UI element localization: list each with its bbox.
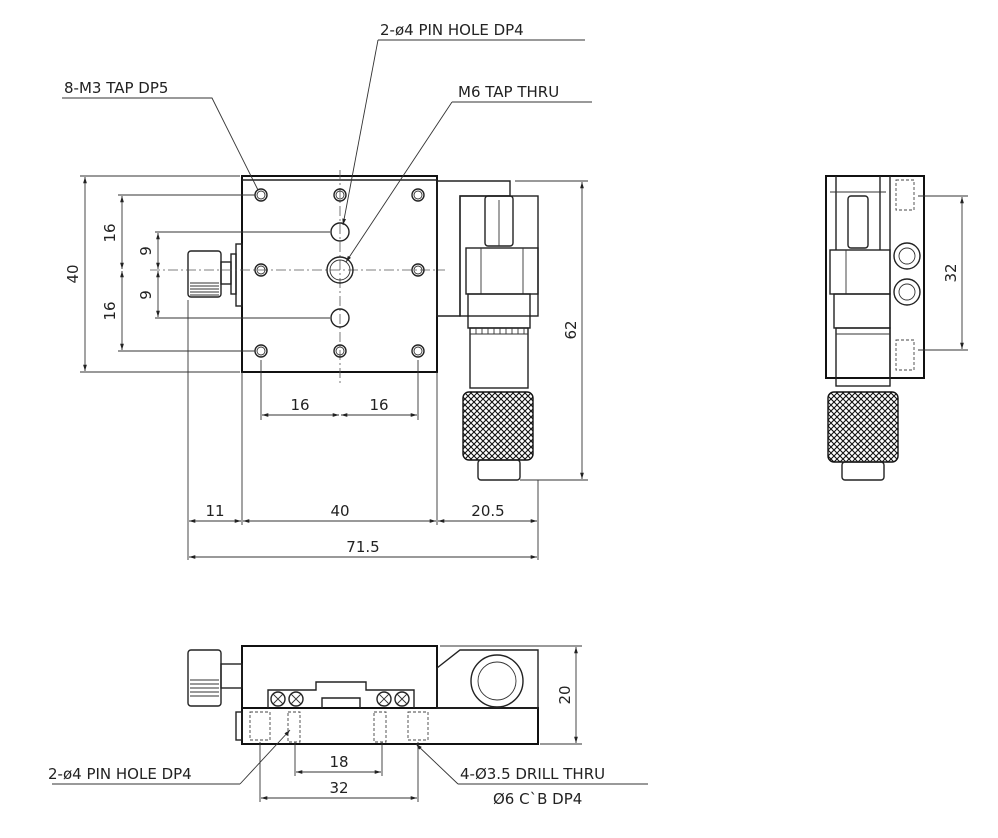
top-view bbox=[80, 170, 539, 481]
stage-top-plate bbox=[241, 175, 438, 373]
dim-width-11: 11 bbox=[205, 502, 224, 520]
front-base bbox=[241, 707, 539, 745]
callout-drill-thru: 4-Ø3.5 DRILL THRU bbox=[460, 765, 605, 783]
dim-total-71-5: 71.5 bbox=[346, 538, 379, 556]
m6-tap-hole bbox=[326, 256, 354, 284]
dim-front-18: 18 bbox=[329, 753, 348, 771]
dim-bottom-16-left: 16 bbox=[290, 396, 309, 414]
dim-left-16-top: 16 bbox=[101, 223, 119, 242]
m3-tap-holes bbox=[254, 188, 425, 358]
top-view-dimensions bbox=[83, 177, 588, 560]
dim-height-40: 40 bbox=[64, 264, 82, 283]
dim-front-32: 32 bbox=[329, 779, 348, 797]
pin-hole-lower bbox=[330, 308, 350, 328]
side-view bbox=[825, 175, 968, 481]
lock-knob bbox=[187, 250, 232, 298]
bearing-balls bbox=[270, 691, 410, 707]
dim-left-9-bottom: 9 bbox=[137, 290, 155, 300]
top-leaders bbox=[62, 39, 592, 263]
dim-width-20-5: 20.5 bbox=[471, 502, 504, 520]
dim-bottom-16-right: 16 bbox=[369, 396, 388, 414]
dim-overall-62: 62 bbox=[562, 320, 580, 339]
callout-m3-tap: 8-M3 TAP DP5 bbox=[64, 79, 168, 97]
callout-m6-tap: M6 TAP THRU bbox=[458, 83, 559, 101]
dim-front-20: 20 bbox=[556, 685, 574, 704]
front-view bbox=[52, 645, 648, 802]
dim-side-32: 32 bbox=[942, 263, 960, 282]
pin-hole-upper bbox=[330, 222, 350, 242]
callout-counterbore: Ø6 C`B DP4 bbox=[493, 790, 582, 808]
side-body bbox=[825, 175, 925, 379]
dim-width-40: 40 bbox=[330, 502, 349, 520]
micrometer-knurl bbox=[462, 391, 534, 461]
side-knurl bbox=[827, 391, 899, 463]
dim-left-16-bottom: 16 bbox=[101, 301, 119, 320]
callout-pin-hole-bottom: 2-ø4 PIN HOLE DP4 bbox=[48, 765, 192, 783]
dim-left-9-top: 9 bbox=[137, 246, 155, 256]
micrometer bbox=[436, 180, 539, 481]
callout-pin-hole-top: 2-ø4 PIN HOLE DP4 bbox=[380, 21, 524, 39]
